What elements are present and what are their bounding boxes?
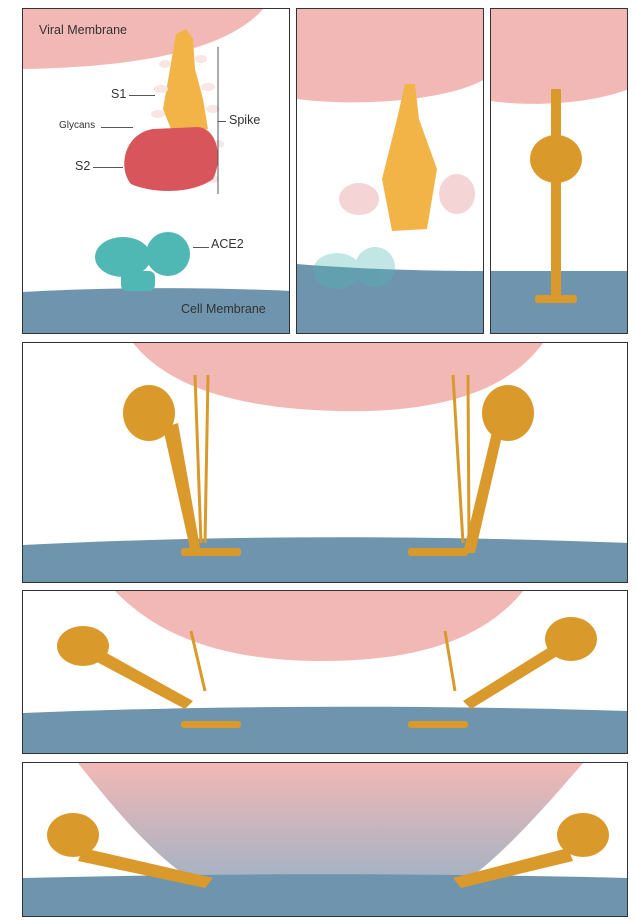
hr-bundle <box>530 135 582 183</box>
spike-s1 <box>382 84 437 231</box>
panel-membrane-fusion <box>22 762 628 917</box>
panel-prehairpin <box>22 342 628 583</box>
cell-membrane <box>23 537 628 583</box>
label-s1: S1 <box>111 87 126 101</box>
fusion-peptide-anchor <box>535 295 577 303</box>
label-viral-membrane: Viral Membrane <box>39 23 127 37</box>
label-s2: S2 <box>75 159 90 173</box>
fusion-helix <box>551 89 561 299</box>
cell-membrane <box>23 874 628 917</box>
cell-membrane <box>23 707 628 754</box>
viral-membrane <box>115 591 523 661</box>
spike-s2 <box>124 127 218 191</box>
ace2-receptor <box>313 247 395 289</box>
label-ace2: ACE2 <box>211 237 244 251</box>
left-spike <box>123 375 241 556</box>
panel-s1-shedding-drawing <box>297 9 484 334</box>
label-glycans: Glycans <box>59 120 95 131</box>
viral-membrane <box>297 9 484 102</box>
viral-membrane <box>23 9 263 69</box>
panel-prefusion-labeled: Viral Membrane S1 Glycans S2 Spike ACE2 … <box>22 8 290 334</box>
panel-prefusion-drawing <box>23 9 290 334</box>
panel-hairpin-folding <box>22 590 628 754</box>
label-cell-membrane: Cell Membrane <box>181 302 266 316</box>
ace2-receptor <box>95 232 190 291</box>
panel-s1-shedding <box>296 8 484 334</box>
panel-fusion-drawing <box>23 763 628 917</box>
panel-extended-drawing <box>491 9 628 334</box>
label-spike: Spike <box>229 113 260 127</box>
panel-extended-intermediate <box>490 8 628 334</box>
panel-prehairpin-drawing <box>23 343 628 583</box>
panel-hairpin-drawing <box>23 591 628 754</box>
